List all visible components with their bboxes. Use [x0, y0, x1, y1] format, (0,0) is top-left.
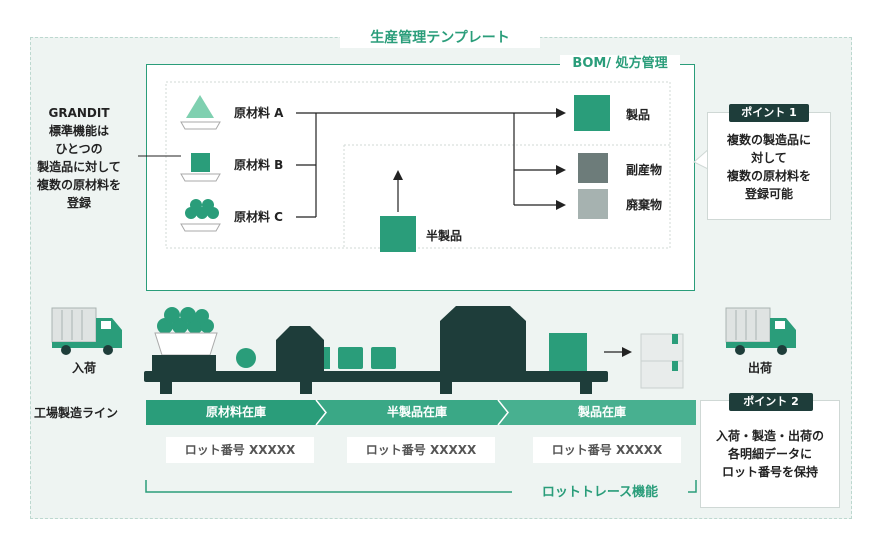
lot-number: ロット番号 XXXXX	[533, 437, 681, 463]
stage-label: 製品在庫	[577, 405, 626, 419]
conveyor-belt	[144, 371, 608, 382]
callout-line: 登録可能	[744, 187, 793, 201]
raw-material-hopper	[152, 307, 218, 371]
note-line: 複数の原材料を	[36, 178, 121, 192]
waste-label: 廃棄物	[626, 198, 663, 212]
inbound-label: 入荷	[72, 361, 97, 375]
factory-line-label: 工場製造ライン	[34, 406, 119, 420]
arrow-head	[556, 200, 566, 210]
point1-badge: ポイント 1	[729, 104, 809, 122]
trace-bracket	[688, 480, 697, 493]
balls-icon	[180, 199, 221, 232]
arrow-head	[556, 165, 566, 175]
material-c-label: 原材料 C	[234, 210, 283, 224]
callout-line: ロット番号を保持	[721, 465, 818, 479]
point2-badge: ポイント 2	[729, 393, 813, 411]
large-machine	[440, 306, 526, 371]
callout-line: 複数の原材料を	[726, 169, 811, 183]
outbound-truck-icon	[725, 307, 796, 355]
product-item	[549, 333, 587, 371]
note-line: 製造品に対して	[37, 160, 121, 174]
stage-band-1	[146, 400, 326, 425]
bom-title: BOM/ 処方管理	[560, 55, 680, 73]
product-label: 製品	[626, 108, 651, 122]
product-block	[574, 95, 610, 131]
note-line: GRANDIT	[48, 106, 110, 120]
bom-inner-frame	[165, 81, 671, 249]
stage-label: 原材料在庫	[205, 405, 266, 419]
byproduct-label: 副産物	[626, 163, 663, 177]
byproduct-block	[578, 153, 608, 183]
arrow-head	[393, 170, 403, 180]
semi-product-block	[380, 216, 416, 252]
lot-number: ロット番号 XXXXX	[166, 437, 314, 463]
semi-product-label: 半製品	[426, 229, 463, 243]
boxes-icon	[640, 333, 684, 389]
waste-block	[578, 189, 608, 219]
note-line: 標準機能は	[48, 124, 109, 138]
note-line: ひとつの	[55, 142, 103, 156]
material-b-label: 原材料 B	[234, 158, 284, 172]
small-machine	[276, 326, 324, 371]
cube-icon	[180, 153, 221, 182]
outbound-label: 出荷	[748, 361, 773, 375]
point2-callout: 入荷・製造・出荷の 各明細データに ロット番号を保持	[700, 400, 840, 508]
callout-line: 入荷・製造・出荷の	[715, 429, 824, 443]
arrow-head	[622, 347, 632, 357]
semi-product-item	[371, 347, 396, 369]
raw-material-ball	[236, 348, 256, 368]
point1-callout: 複数の製造品に 対して 複数の原材料を 登録可能	[707, 112, 831, 220]
inbound-truck-icon	[51, 307, 122, 355]
callout-line: 各明細データに	[727, 447, 812, 461]
note-line: 登録	[66, 196, 91, 210]
trace-title: ロットトレース機能	[520, 484, 680, 502]
arrow-head	[556, 108, 566, 118]
template-title: 生産管理テンプレート	[340, 28, 540, 48]
callout-line: 複数の製造品に	[726, 133, 811, 147]
callout-line: 対して	[751, 151, 787, 165]
triangle-icon	[180, 95, 221, 130]
lot-number: ロット番号 XXXXX	[347, 437, 495, 463]
left-note: GRANDIT 標準機能は ひとつの 製造品に対して 複数の原材料を 登録	[20, 104, 138, 212]
material-a-label: 原材料 A	[234, 106, 284, 120]
semi-product-item	[338, 347, 363, 369]
stage-label: 半製品在庫	[386, 405, 447, 419]
stage-band-2	[316, 400, 508, 425]
stage-band-3	[498, 400, 696, 425]
trace-bracket	[145, 480, 512, 493]
